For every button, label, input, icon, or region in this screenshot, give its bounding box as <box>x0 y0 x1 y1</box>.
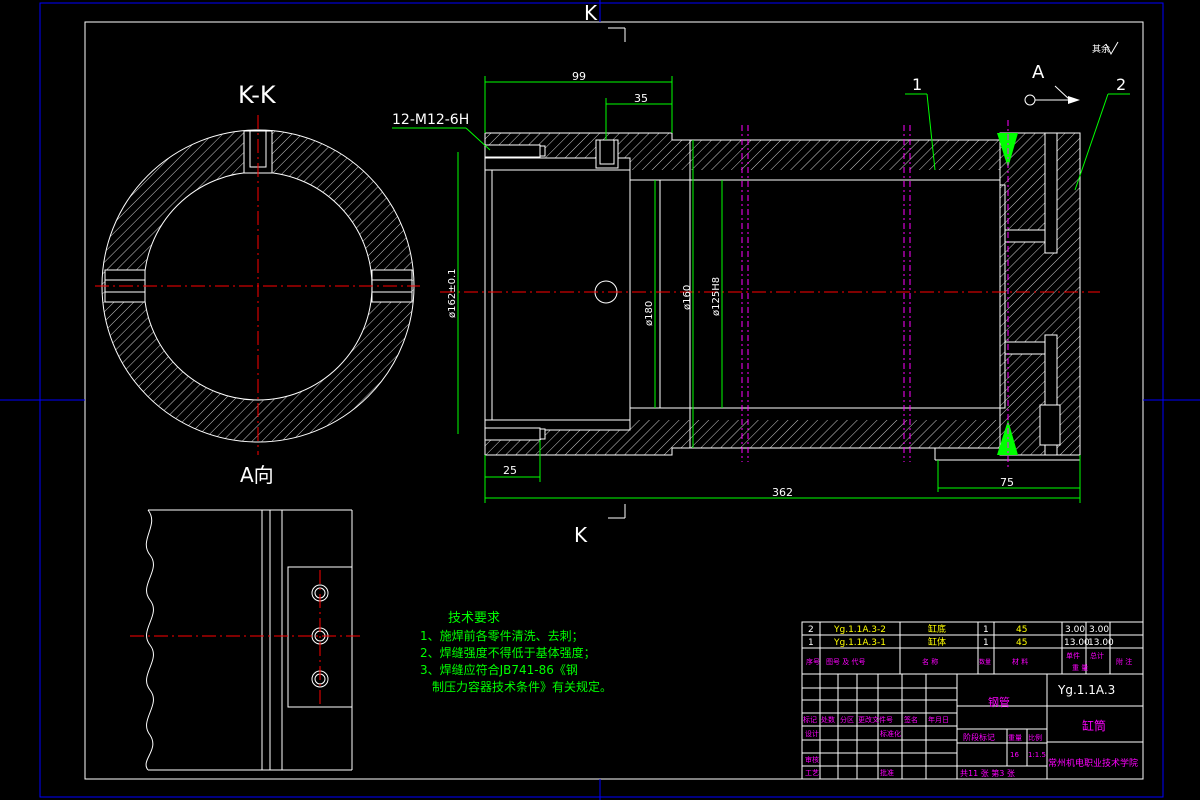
dim-99: 99 <box>572 70 586 83</box>
pl-row2-w2: 13.00 <box>1088 638 1114 648</box>
pl-row1-no: 2 <box>808 625 814 635</box>
tb-scale-label: 比例 <box>1028 733 1042 742</box>
kk-section-view: K-K A向 <box>95 81 420 487</box>
title-block: 标记 处数 分区 更改文件号 签名 年月日 设计 标准化 审核 工艺 批准 钢管… <box>801 673 1144 780</box>
tech-requirements: 技术要求 1、施焊前各零件清洗、去刺； 2、焊缝强度不得低于基体强度； 3、焊缝… <box>420 611 612 694</box>
pl-row1-qty: 1 <box>983 625 989 635</box>
pl-header-qty: 数量 <box>979 658 991 666</box>
pl-row2-material: 45 <box>1016 638 1027 648</box>
pl-row1-w2: 3.00 <box>1089 625 1109 635</box>
pl-row2-w1: 13.00 <box>1064 638 1090 648</box>
parts-list: 2 Yg.1.1A.3-2 缸底 1 45 3.00 3.00 1 Yg.1.1… <box>801 621 1144 675</box>
tb-drawing-no: Yg.1.1A.3 <box>1057 683 1115 697</box>
balloon-1: 1 <box>912 75 922 94</box>
a-arrow-label: A <box>1032 62 1045 83</box>
tb-date: 年月日 <box>928 715 949 724</box>
pl-header-no: 序号 <box>806 657 820 666</box>
pl-header-remark: 附 注 <box>1116 657 1132 666</box>
dim-25: 25 <box>503 464 517 477</box>
dim-dia180: ø180 <box>644 301 655 326</box>
tb-standardize: 标准化 <box>880 729 901 738</box>
tb-zone: 分区 <box>840 715 854 724</box>
tb-design: 设计 <box>805 729 819 738</box>
pl-row2-no: 1 <box>808 638 814 648</box>
thread-callout: 12-M12-6H <box>392 112 469 128</box>
pl-row2-code: Yg.1.1A.3-1 <box>833 638 886 648</box>
tb-change-doc: 更改文件号 <box>858 715 893 724</box>
tb-school: 常州机电职业技术学院 <box>1048 757 1138 769</box>
a-view-label: A向 <box>240 463 274 487</box>
roughness-note: 其余 <box>1092 43 1110 55</box>
pl-row1-name: 缸底 <box>928 623 946 635</box>
dim-dia162: ø162±0.1 <box>447 269 458 319</box>
kk-title: K-K <box>238 81 277 109</box>
pl-header-unit: 单件 <box>1066 651 1080 660</box>
tb-material: 钢管 <box>988 695 1010 709</box>
tb-part-name: 缸筒 <box>1082 718 1106 733</box>
tb-weight-val: 16 <box>1010 751 1019 759</box>
main-section-view <box>440 120 1100 470</box>
tb-check: 审核 <box>805 755 819 764</box>
tb-mark: 标记 <box>803 715 817 724</box>
dimensions: 99 35 12-M12-6H ø162±0.1 ø180 ø160 ø125H… <box>392 70 1081 503</box>
pl-header-name: 名 称 <box>922 657 938 666</box>
tech-line-1: 1、施焊前各零件清洗、去刺； <box>420 628 584 643</box>
pl-header-weight: 重 量 <box>1072 664 1088 672</box>
pl-row1-material: 45 <box>1016 625 1027 635</box>
tech-line-4: 制压力容器技术条件》有关规定。 <box>432 679 612 694</box>
dim-75: 75 <box>1000 476 1014 489</box>
section-k-bottom: K <box>574 523 588 547</box>
tb-signature: 签名 <box>904 715 918 724</box>
dim-362: 362 <box>772 486 793 499</box>
pl-row2-name: 缸体 <box>928 636 946 648</box>
tb-weight-label: 重量 <box>1008 734 1022 742</box>
tech-title: 技术要求 <box>448 611 500 626</box>
tb-count: 处数 <box>821 715 835 724</box>
markers: K K A 其余 1 2 <box>574 1 1130 547</box>
tb-scale-val: 1:1.5 <box>1028 751 1046 759</box>
a-direction-view <box>130 509 360 771</box>
dim-35: 35 <box>634 92 648 105</box>
pl-row1-w1: 3.00 <box>1065 625 1085 635</box>
tb-sheets: 共11 张 第3 张 <box>960 768 1015 778</box>
pl-header-code: 图号 及 代号 <box>826 657 865 666</box>
tech-line-3: 3、焊缝应符合JB741-86《钢 <box>420 662 578 677</box>
balloon-2: 2 <box>1116 75 1126 94</box>
section-k-top: K <box>584 1 598 25</box>
tb-approve: 批准 <box>880 768 894 777</box>
tb-process: 工艺 <box>805 769 819 777</box>
tb-stage-mark: 阶段标记 <box>963 732 995 742</box>
dim-dia125: ø125H8 <box>711 277 722 316</box>
tech-line-2: 2、焊缝强度不得低于基体强度； <box>420 645 596 660</box>
pl-row1-code: Yg.1.1A.3-2 <box>833 625 886 635</box>
pl-header-material: 材 料 <box>1012 657 1028 666</box>
dim-dia160: ø160 <box>682 285 693 310</box>
pl-row2-qty: 1 <box>983 638 989 648</box>
pl-header-total: 总计 <box>1090 651 1104 660</box>
